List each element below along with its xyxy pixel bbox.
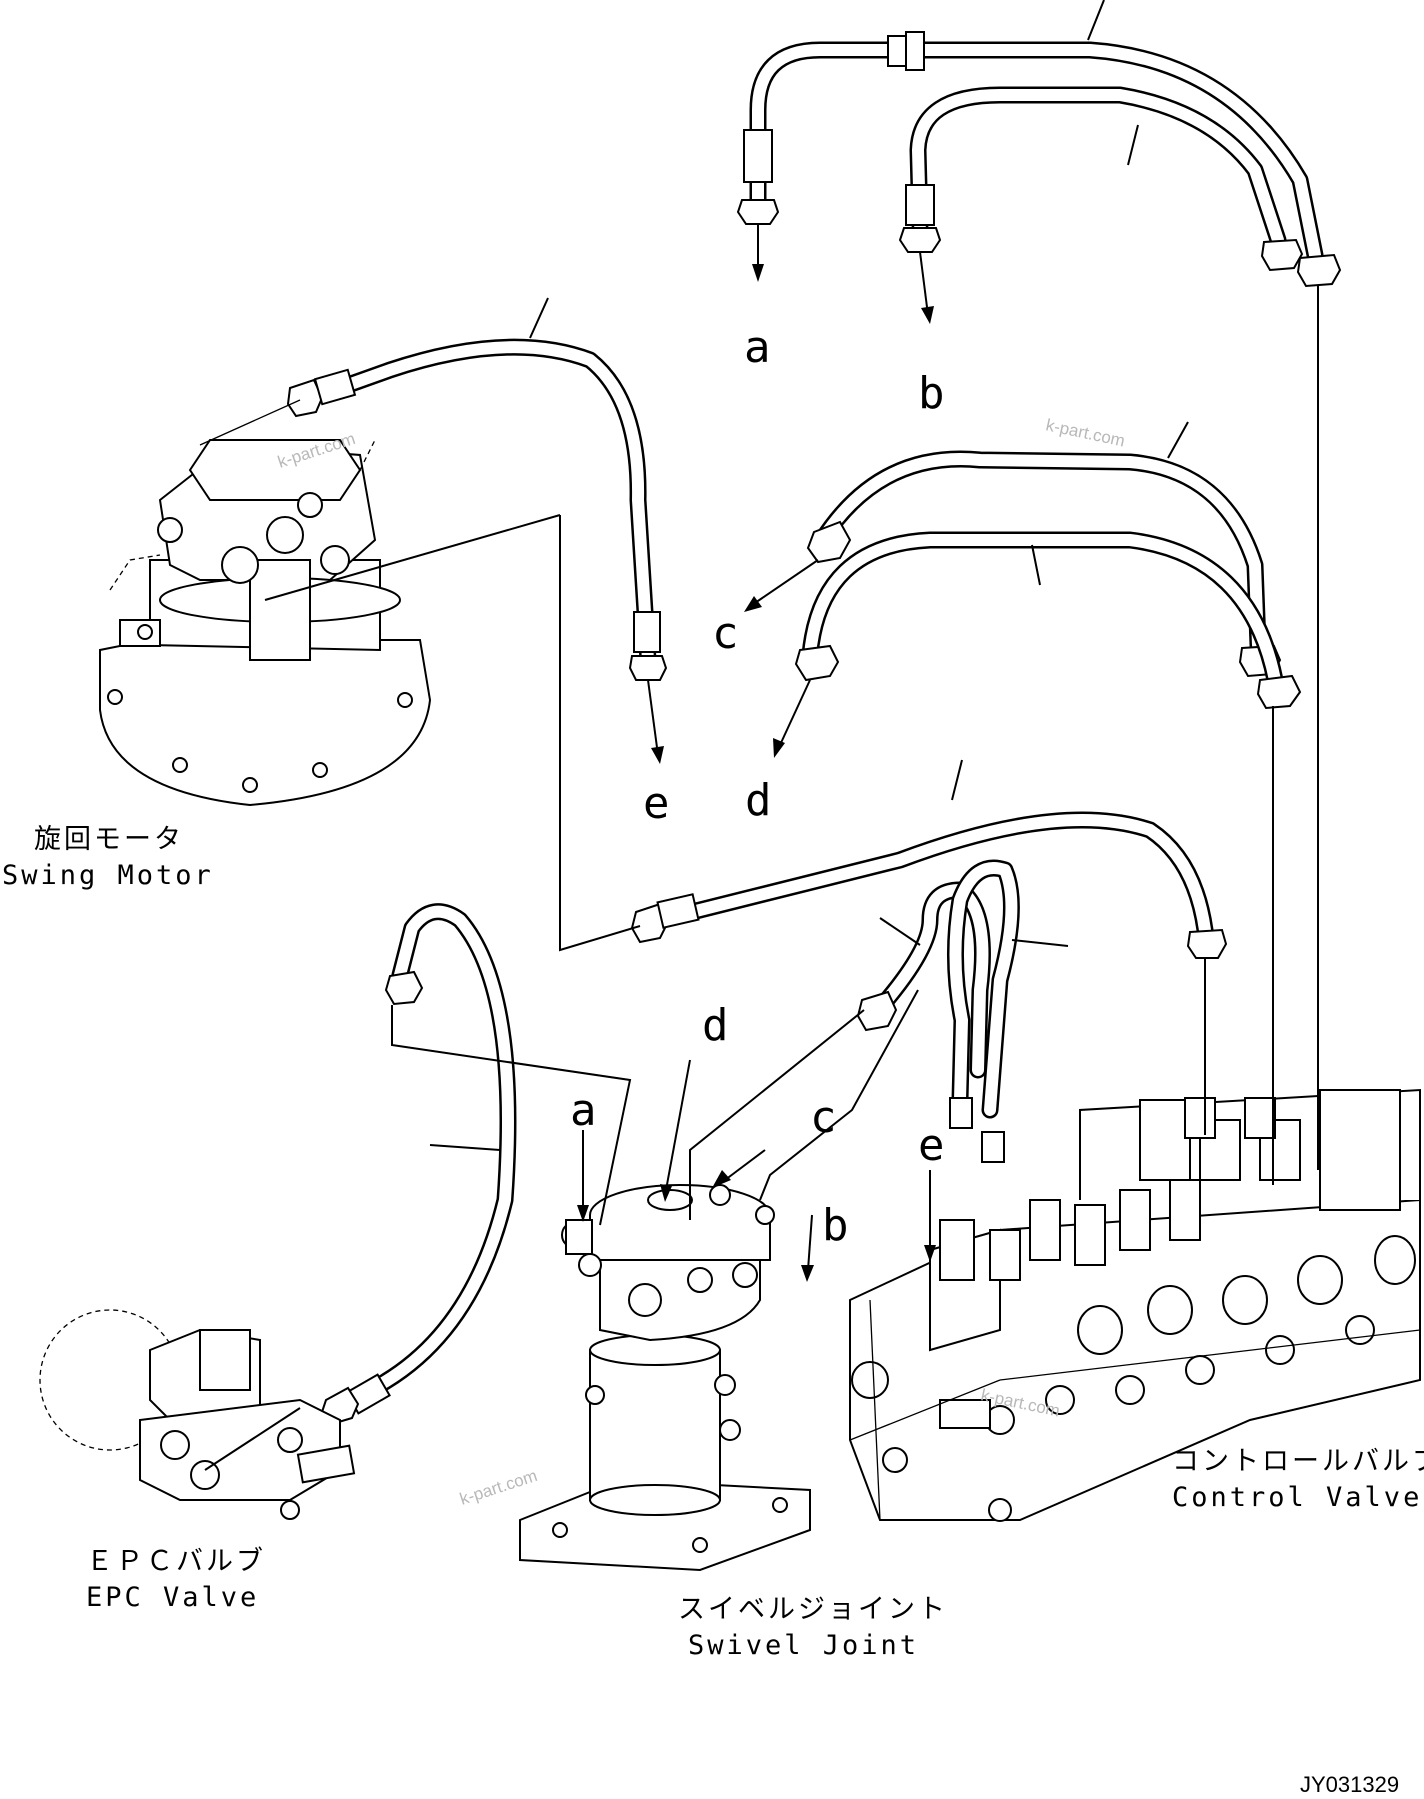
epc-valve-label-en: EPC Valve	[86, 1582, 259, 1613]
hose-swing-motor	[286, 297, 668, 681]
hose-epc	[320, 903, 517, 1426]
swivel-joint-label-en: Swivel Joint	[688, 1630, 919, 1661]
swing-motor-drawing	[99, 399, 561, 807]
letter-top-c: c	[712, 608, 739, 659]
connection-lines	[391, 225, 1319, 1282]
epc-valve-drawing	[39, 1309, 356, 1520]
control-valve-drawing	[849, 1088, 1421, 1522]
epc-valve-label-jp: ＥＰＣバルブ	[86, 1546, 266, 1577]
letter-swivel-b: b	[822, 1200, 849, 1251]
watermark: k-part.com	[457, 1466, 539, 1509]
hose-top-b	[898, 86, 1304, 272]
letter-top-b: b	[918, 368, 945, 419]
swing-motor-label-jp: 旋回モータ	[34, 824, 184, 855]
swivel-joint-drawing	[519, 1184, 811, 1572]
hose-top-a	[736, 0, 1342, 288]
connection-letters: a b c d e a d c b e	[570, 322, 945, 1251]
swing-motor-label-en: Swing Motor	[2, 860, 214, 891]
letter-top-e: e	[643, 778, 670, 829]
letter-swivel-c: c	[810, 1092, 837, 1143]
control-valve-label-en: Control Valve	[1172, 1482, 1422, 1513]
drawing-number: JY031329	[1300, 1772, 1399, 1797]
component-captions: 旋回モータ Swing Motor ＥＰＣバルブ EPC Valve スイベルジ…	[2, 824, 1424, 1661]
letter-control-e: e	[918, 1120, 945, 1171]
control-valve-label-jp: コントロールバルブ	[1172, 1446, 1424, 1477]
hose-d	[794, 531, 1302, 710]
letter-swivel-d: d	[702, 1000, 729, 1051]
hose-swivel-to-control	[630, 759, 1228, 959]
swivel-joint-label-jp: スイベルジョイント	[678, 1594, 948, 1625]
letter-top-d: d	[745, 775, 772, 826]
hose-c	[806, 421, 1282, 678]
watermark: k-part.com	[1044, 415, 1126, 450]
letter-top-a: a	[744, 322, 771, 373]
hose-loop	[856, 859, 1069, 1163]
letter-swivel-a: a	[570, 1085, 597, 1136]
